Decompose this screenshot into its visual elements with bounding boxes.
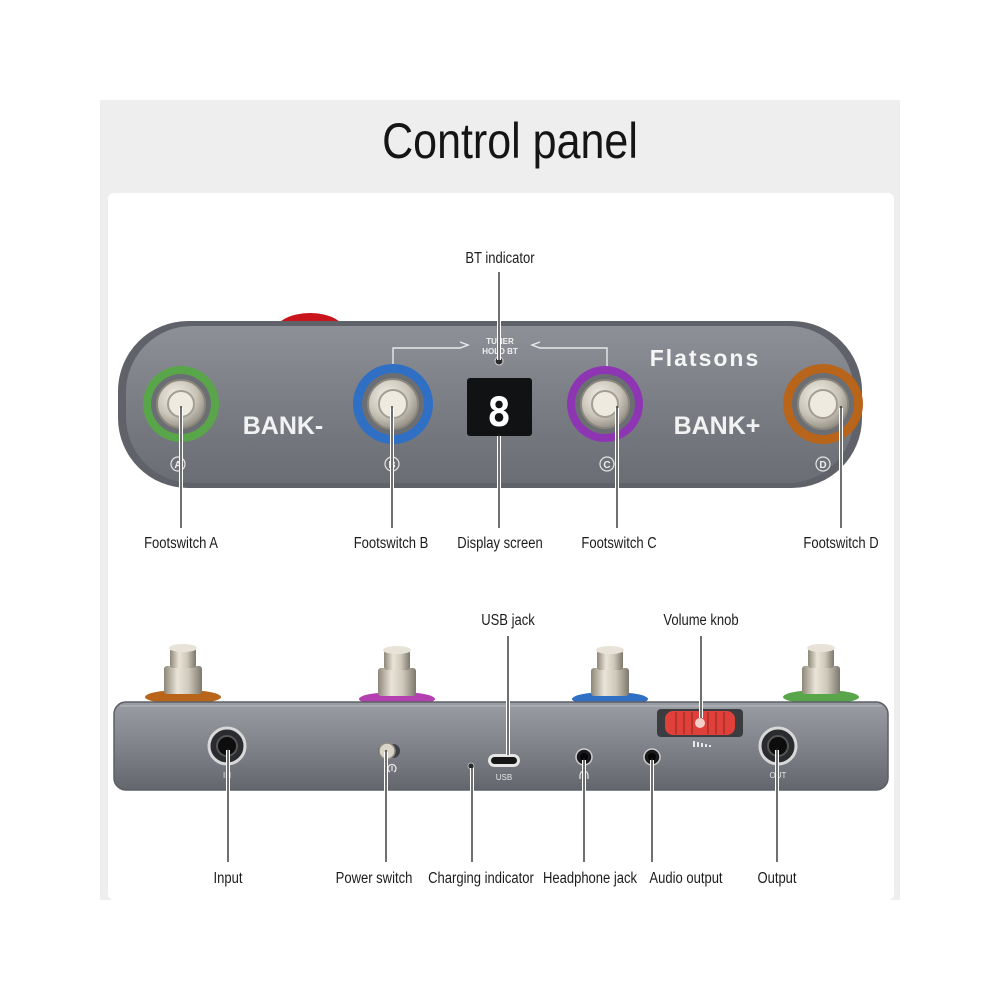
bank-plus-label: BANK+ <box>674 412 761 440</box>
rear-stomp-2 <box>359 646 435 706</box>
display-digit: 8 <box>487 390 511 436</box>
page-title: Control panel <box>382 113 638 169</box>
footswitch-b-label: Footswitch B <box>353 535 429 552</box>
rear-callout-lines <box>227 636 778 862</box>
power-switch-label: Power switch <box>335 870 413 887</box>
bank-minus-label: BANK- <box>243 412 324 440</box>
audio-output-label: Audio output <box>649 870 723 887</box>
usb-jack[interactable] <box>488 754 520 767</box>
usb-mark: USB <box>496 773 512 782</box>
headphone-jack-label: Headphone jack <box>542 870 638 887</box>
rear-stomp-3 <box>572 646 648 706</box>
rear-stomp-1 <box>145 644 221 704</box>
footswitch-a-label: Footswitch A <box>144 535 218 552</box>
input-jack[interactable] <box>207 726 247 766</box>
power-switch[interactable] <box>378 742 400 760</box>
footswitch-d[interactable] <box>783 364 863 444</box>
volume-knob[interactable] <box>657 709 743 737</box>
audio-output-jack[interactable] <box>643 748 661 766</box>
display-screen <box>467 378 532 436</box>
top-callout-lines <box>180 272 842 528</box>
power-icon <box>387 764 397 773</box>
output-label: Output <box>757 870 797 887</box>
input-label: Input <box>213 870 243 887</box>
brand-logo: Flatsons <box>650 345 761 371</box>
display-screen-label: Display screen <box>457 535 543 552</box>
footswitch-b[interactable] <box>353 364 433 444</box>
charging-indicator-label: Charging indicator <box>428 870 534 887</box>
switch-letter-a: A <box>174 460 181 471</box>
volume-level-icon <box>693 741 711 747</box>
footswitch-d-label: Footswitch D <box>803 535 879 552</box>
footswitch-c[interactable] <box>567 366 643 442</box>
rear-view: IN USB <box>113 636 889 862</box>
volume-knob-label: Volume knob <box>663 612 739 629</box>
output-jack[interactable] <box>758 726 798 766</box>
footswitch-a[interactable] <box>143 366 219 442</box>
top-view: TUNER HOLD BT 8 Flatsons BANK- BANK+ <box>118 272 863 528</box>
usb-jack-label: USB jack <box>481 612 535 629</box>
footswitch-c-label: Footswitch C <box>581 535 657 552</box>
switch-letter-d: D <box>819 460 826 471</box>
switch-letter-c: C <box>603 460 610 471</box>
rear-stomp-4 <box>783 644 859 704</box>
bt-indicator-label: BT indicator <box>465 250 535 267</box>
